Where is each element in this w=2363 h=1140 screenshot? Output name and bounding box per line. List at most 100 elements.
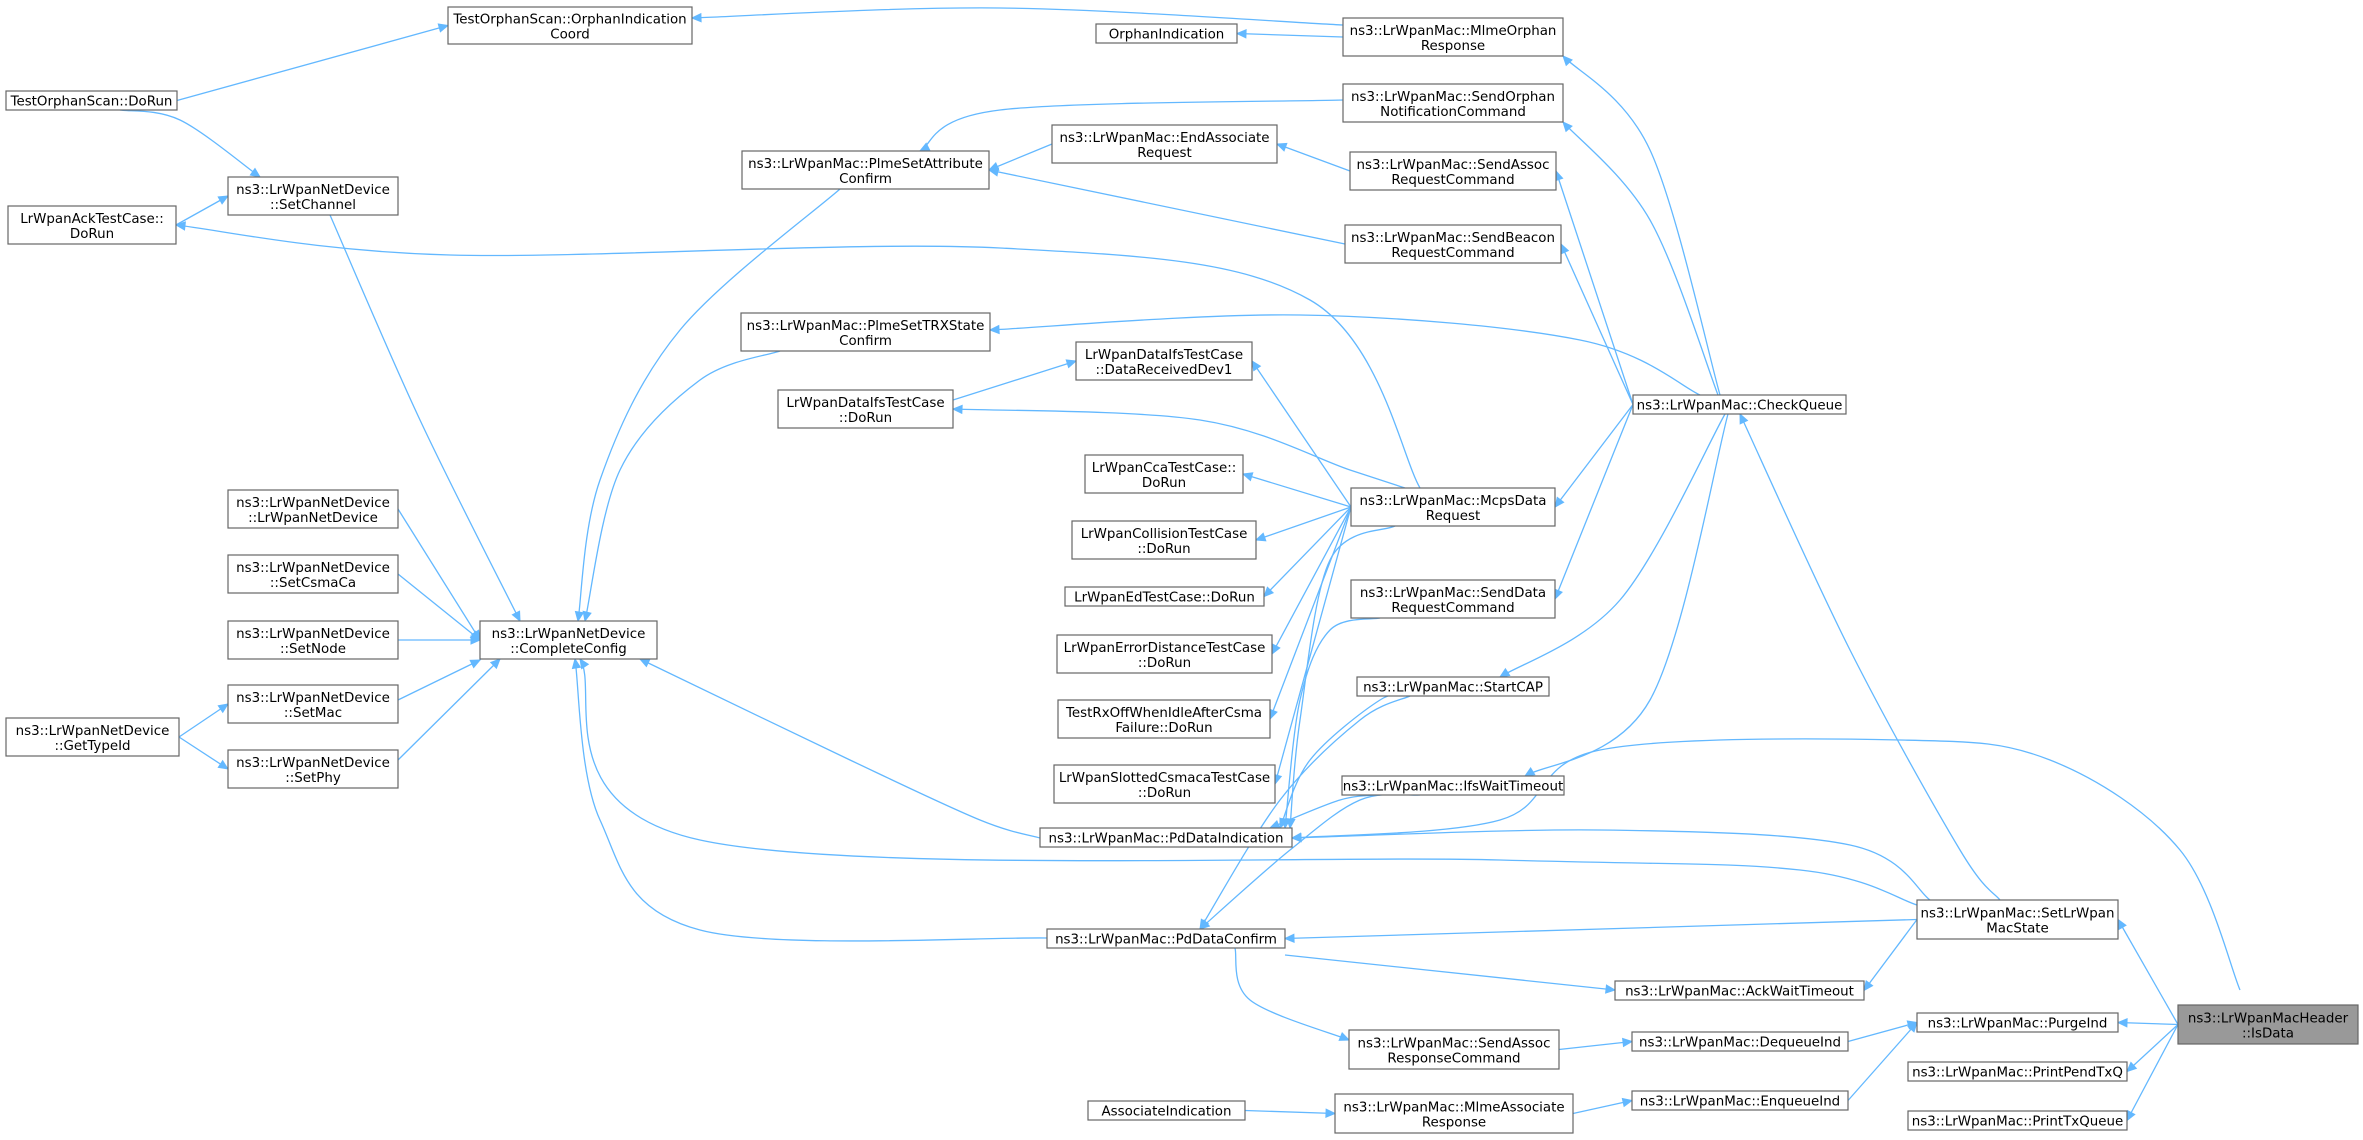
node-startcap[interactable]: ns3::LrWpanMac::StartCAP — [1356, 676, 1550, 697]
node-box — [1907, 1061, 2128, 1082]
node-box — [227, 554, 399, 594]
node-edtestdorun[interactable]: LrWpanEdTestCase::DoRun — [1064, 586, 1265, 607]
edge-line — [1244, 1109, 1336, 1115]
node-box — [1344, 224, 1562, 264]
node-ifswaittimeout[interactable]: ns3::LrWpanMac::IfsWaitTimeout — [1341, 775, 1565, 796]
node-box — [777, 389, 954, 429]
node-label: ns3::LrWpanMac::StartCAP — [1363, 681, 1543, 696]
edge-line — [1271, 506, 1352, 655]
node-box — [1342, 83, 1564, 123]
node-testorphandorun[interactable]: TestOrphanScan::DoRun — [5, 90, 178, 111]
node-dequeueind[interactable]: ns3::LrWpanMac::DequeueInd — [1631, 1031, 1849, 1052]
node-label: LrWpanSlottedCsmacaTestCase — [1059, 771, 1270, 786]
node-gettypeid[interactable]: ns3::LrWpanNetDevice::GetTypeId — [5, 717, 180, 757]
edge-mlmeorphanresponse-to-checkqueue — [1562, 55, 1721, 396]
arrowhead-icon — [1251, 359, 1262, 372]
node-ackwaittimeout[interactable]: ns3::LrWpanMac::AckWaitTimeout — [1614, 980, 1865, 1001]
edge-purgeind-to-dequeueind — [1847, 1020, 1919, 1043]
node-orphanindication[interactable]: OrphanIndication — [1095, 23, 1238, 44]
node-label: ns3::LrWpanMac::EndAssociate — [1059, 131, 1269, 146]
node-box — [479, 620, 658, 660]
node-box — [1046, 928, 1286, 949]
node-label: NotificationCommand — [1380, 105, 1526, 120]
node-label: OrphanIndication — [1109, 28, 1225, 43]
node-pddataindication[interactable]: ns3::LrWpanMac::PdDataIndication — [1039, 827, 1293, 848]
node-dataifsdorun[interactable]: LrWpanDataIfsTestCase::DoRun — [777, 389, 954, 429]
edge-line — [1524, 413, 1729, 777]
edge-setmacstate-to-isdata — [2117, 918, 2179, 1025]
node-collisiondorun[interactable]: LrWpanCollisionTestCase::DoRun — [1071, 520, 1257, 560]
node-associateindication[interactable]: AssociateIndication — [1087, 1100, 1246, 1121]
node-label: ::SetNode — [280, 642, 346, 657]
node-label: RequestCommand — [1391, 246, 1514, 261]
edge-testorphancoord-to-mlmeorphanresponse — [690, 7, 1344, 26]
arrowhead-icon — [1338, 1032, 1351, 1041]
edge-purgeind-to-enqueueind — [1847, 1021, 1918, 1101]
edge-completeconfig-to-plmesettrxstateconfirm — [582, 350, 781, 623]
node-printtxqueue[interactable]: ns3::LrWpanMac::PrintTxQueue — [1907, 1110, 2128, 1131]
edge-line — [2126, 1024, 2179, 1121]
edge-line — [952, 408, 1406, 489]
arrowhead-icon — [470, 635, 482, 645]
arrowhead-icon — [638, 658, 651, 668]
arrowhead-icon — [1621, 1097, 1634, 1108]
node-netdevicector[interactable]: ns3::LrWpanNetDevice::LrWpanNetDevice — [227, 489, 399, 529]
node-sendorphannotification[interactable]: ns3::LrWpanMac::SendOrphanNotificationCo… — [1342, 83, 1564, 123]
node-ccatestdorun[interactable]: LrWpanCcaTestCase::DoRun — [1084, 454, 1244, 494]
node-label: ::IsData — [2242, 1027, 2294, 1042]
arrowhead-icon — [582, 610, 592, 623]
node-setcsmaca[interactable]: ns3::LrWpanNetDevice::SetCsmaCa — [227, 554, 399, 594]
node-label: ns3::LrWpanMac::CheckQueue — [1637, 399, 1843, 414]
node-completeconfig[interactable]: ns3::LrWpanNetDevice::CompleteConfig — [479, 620, 658, 660]
node-pddataconfirm[interactable]: ns3::LrWpanMac::PdDataConfirm — [1046, 928, 1286, 949]
node-acktestdorun[interactable]: LrWpanAckTestCase::DoRun — [7, 205, 177, 245]
arrowhead-icon — [1263, 586, 1275, 598]
arrowhead-icon — [469, 659, 482, 669]
edge-dataifsdorun-to-mcpsdatarequest — [951, 404, 1406, 489]
node-purgeind[interactable]: ns3::LrWpanMac::PurgeInd — [1916, 1012, 2119, 1033]
arrowhead-icon — [1739, 412, 1749, 425]
node-checkqueue[interactable]: ns3::LrWpanMac::CheckQueue — [1632, 394, 1847, 415]
node-label: ::SetChannel — [270, 198, 356, 213]
node-setnode[interactable]: ns3::LrWpanNetDevice::SetNode — [227, 620, 399, 660]
arrowhead-icon — [987, 167, 1000, 177]
node-isdata: ns3::LrWpanMacHeader::IsData — [2177, 1004, 2359, 1045]
node-label: ResponseCommand — [1387, 1052, 1520, 1067]
node-label: TestOrphanScan::DoRun — [10, 95, 173, 110]
node-dataifsdatareceiveddev1[interactable]: LrWpanDataIfsTestCase::DataReceivedDev1 — [1075, 341, 1253, 381]
edge-line — [1274, 506, 1352, 785]
node-box — [1039, 827, 1293, 848]
node-setmac[interactable]: ns3::LrWpanNetDevice::SetMac — [227, 684, 399, 724]
node-box — [1631, 1031, 1849, 1052]
node-box — [2177, 1004, 2359, 1045]
edge-line — [178, 703, 229, 738]
node-enqueueind[interactable]: ns3::LrWpanMac::EnqueueInd — [1631, 1090, 1849, 1111]
arrowhead-icon — [2117, 918, 2127, 931]
edge-line — [329, 214, 521, 622]
node-label: ::LrWpanNetDevice — [248, 511, 378, 526]
edge-line — [691, 7, 1344, 26]
node-label: ns3::LrWpanMac::IfsWaitTimeout — [1343, 780, 1563, 795]
node-slottedcsmacadorun[interactable]: LrWpanSlottedCsmacaTestCase::DoRun — [1053, 764, 1276, 804]
node-label: ns3::LrWpanNetDevice — [16, 724, 170, 739]
edge-line — [119, 109, 261, 178]
edge-line — [1739, 413, 2001, 901]
node-setphy[interactable]: ns3::LrWpanNetDevice::SetPhy — [227, 749, 399, 789]
node-label: ns3::LrWpanMac::PdDataConfirm — [1055, 933, 1277, 948]
node-errordistancedorun[interactable]: LrWpanErrorDistanceTestCase::DoRun — [1056, 634, 1273, 674]
node-printpendtxq[interactable]: ns3::LrWpanMac::PrintPendTxQ — [1907, 1061, 2128, 1082]
node-setchannel[interactable]: ns3::LrWpanNetDevice::SetChannel — [227, 176, 399, 216]
